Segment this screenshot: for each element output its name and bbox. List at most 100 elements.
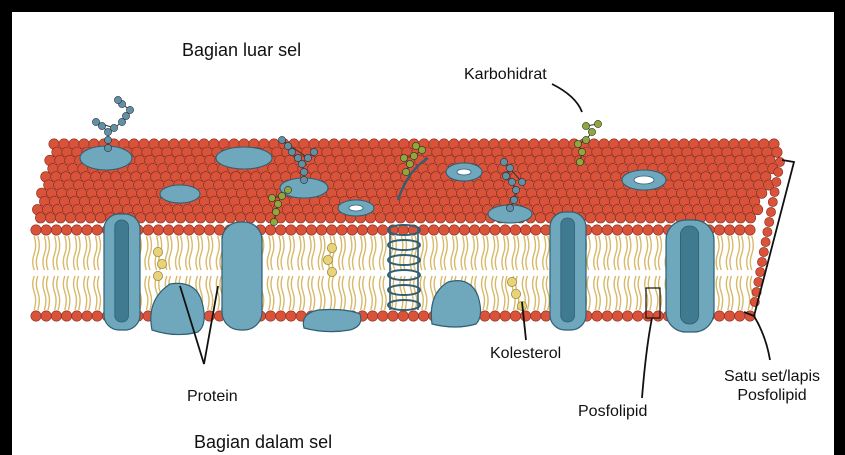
lipid-tail	[546, 236, 549, 270]
lipid-tail	[618, 276, 621, 310]
lipid-tail	[47, 276, 50, 310]
phospholipid-head	[585, 213, 595, 223]
phospholipid-head	[745, 213, 755, 223]
lipid-tail	[655, 236, 658, 270]
phospholipid-head	[276, 225, 286, 235]
phospholipid-head	[305, 213, 315, 223]
phospholipid-head	[95, 213, 105, 223]
lipid-tail	[369, 236, 372, 270]
lipid-tail	[271, 236, 274, 270]
lipid-tail	[597, 236, 600, 270]
phospholipid-head	[215, 213, 225, 223]
phospholipid-head	[286, 311, 296, 321]
lipid-tail	[383, 236, 386, 270]
phospholipid-head	[45, 213, 55, 223]
phospholipid-head	[763, 227, 772, 236]
phospholipid-head	[761, 237, 770, 246]
phospholipid-head	[520, 311, 530, 321]
phospholipid-head	[276, 311, 286, 321]
phospholipid-head	[612, 311, 622, 321]
lipid-tail	[424, 276, 427, 310]
lipid-tail	[278, 236, 281, 270]
cholesterol-molecule	[507, 277, 516, 286]
lipid-tail	[465, 236, 468, 270]
phospholipid-head	[367, 225, 377, 235]
lipid-tail	[353, 276, 356, 310]
lipid-tail	[635, 236, 638, 270]
phospholipid-head	[367, 311, 377, 321]
carbohydrate-bead	[278, 136, 285, 143]
channel-pore	[561, 218, 575, 322]
carbohydrate-bead	[274, 200, 281, 207]
phospholipid-head	[285, 213, 295, 223]
phospholipid-head	[35, 213, 45, 223]
lipid-tail	[461, 236, 464, 270]
phospholipid-head	[398, 311, 408, 321]
phospholipid-head	[480, 225, 490, 235]
lipid-tail	[339, 276, 342, 310]
phospholipid-label: Posfolipid	[578, 403, 647, 421]
lipid-tail	[302, 276, 305, 310]
lipid-tail	[322, 236, 325, 270]
lipid-tail	[495, 276, 498, 310]
lipid-tail	[196, 236, 199, 270]
lipid-tail	[57, 276, 60, 310]
lipid-tail	[339, 236, 342, 270]
carbohydrate-bead	[300, 168, 307, 175]
lipid-tail	[363, 236, 366, 270]
lipid-tail	[655, 276, 658, 310]
phospholipid-head	[55, 213, 65, 223]
lipid-tail	[369, 276, 372, 310]
lipid-tail	[604, 276, 607, 310]
phospholipid-head	[429, 225, 439, 235]
phospholipid-head	[75, 213, 85, 223]
carbohydrate-bead	[114, 96, 121, 103]
lipid-tail	[291, 236, 294, 270]
phospholipid-head	[725, 213, 735, 223]
cholesterol-molecule	[153, 247, 162, 256]
lipid-tail	[84, 236, 87, 270]
phospholipid-head	[327, 225, 337, 235]
lipid-tail	[594, 236, 597, 270]
phospholipid-head	[490, 311, 500, 321]
lipid-tail	[502, 236, 505, 270]
phospholipid-head	[85, 213, 95, 223]
phospholipid-head	[445, 213, 455, 223]
phospholipid-head	[653, 225, 663, 235]
lipid-tail	[322, 276, 325, 310]
phospholipid-head	[774, 167, 783, 176]
phospholipid-head	[347, 225, 357, 235]
lipid-tail	[298, 276, 301, 310]
lipid-tail	[383, 276, 386, 310]
phospholipid-head	[385, 213, 395, 223]
cholesterol-molecule	[511, 289, 520, 298]
lipid-tail	[444, 236, 447, 270]
phospholipid-head	[245, 213, 255, 223]
phospholipid-head	[165, 213, 175, 223]
lipid-tail	[624, 276, 627, 310]
cholesterol-molecule	[323, 255, 332, 264]
lipid-tail	[536, 276, 539, 310]
peripheral-protein	[303, 310, 361, 332]
lipid-tail	[318, 276, 321, 310]
phospholipid-head	[82, 311, 92, 321]
protein-pore	[349, 205, 363, 211]
phospholipid-head	[475, 213, 485, 223]
lipid-tail	[288, 276, 291, 310]
lipid-tail	[94, 276, 97, 310]
lipid-tail	[740, 236, 743, 270]
phospholipid-head	[714, 311, 724, 321]
phospholipid-head	[435, 213, 445, 223]
lipid-tail	[349, 276, 352, 310]
phospholipid-head	[622, 225, 632, 235]
lipid-tail	[546, 276, 549, 310]
phospholipid-head	[510, 225, 520, 235]
lipid-tail	[186, 236, 189, 270]
lipid-tail	[737, 236, 740, 270]
phospholipid-head	[395, 213, 405, 223]
phospholipid-head	[655, 213, 665, 223]
phospholipid-head	[469, 225, 479, 235]
phospholipid-head	[65, 213, 75, 223]
lipid-tail	[291, 276, 294, 310]
diagram-canvas: Bagian luar sel Karbohidrat Protein Kole…	[12, 12, 834, 455]
